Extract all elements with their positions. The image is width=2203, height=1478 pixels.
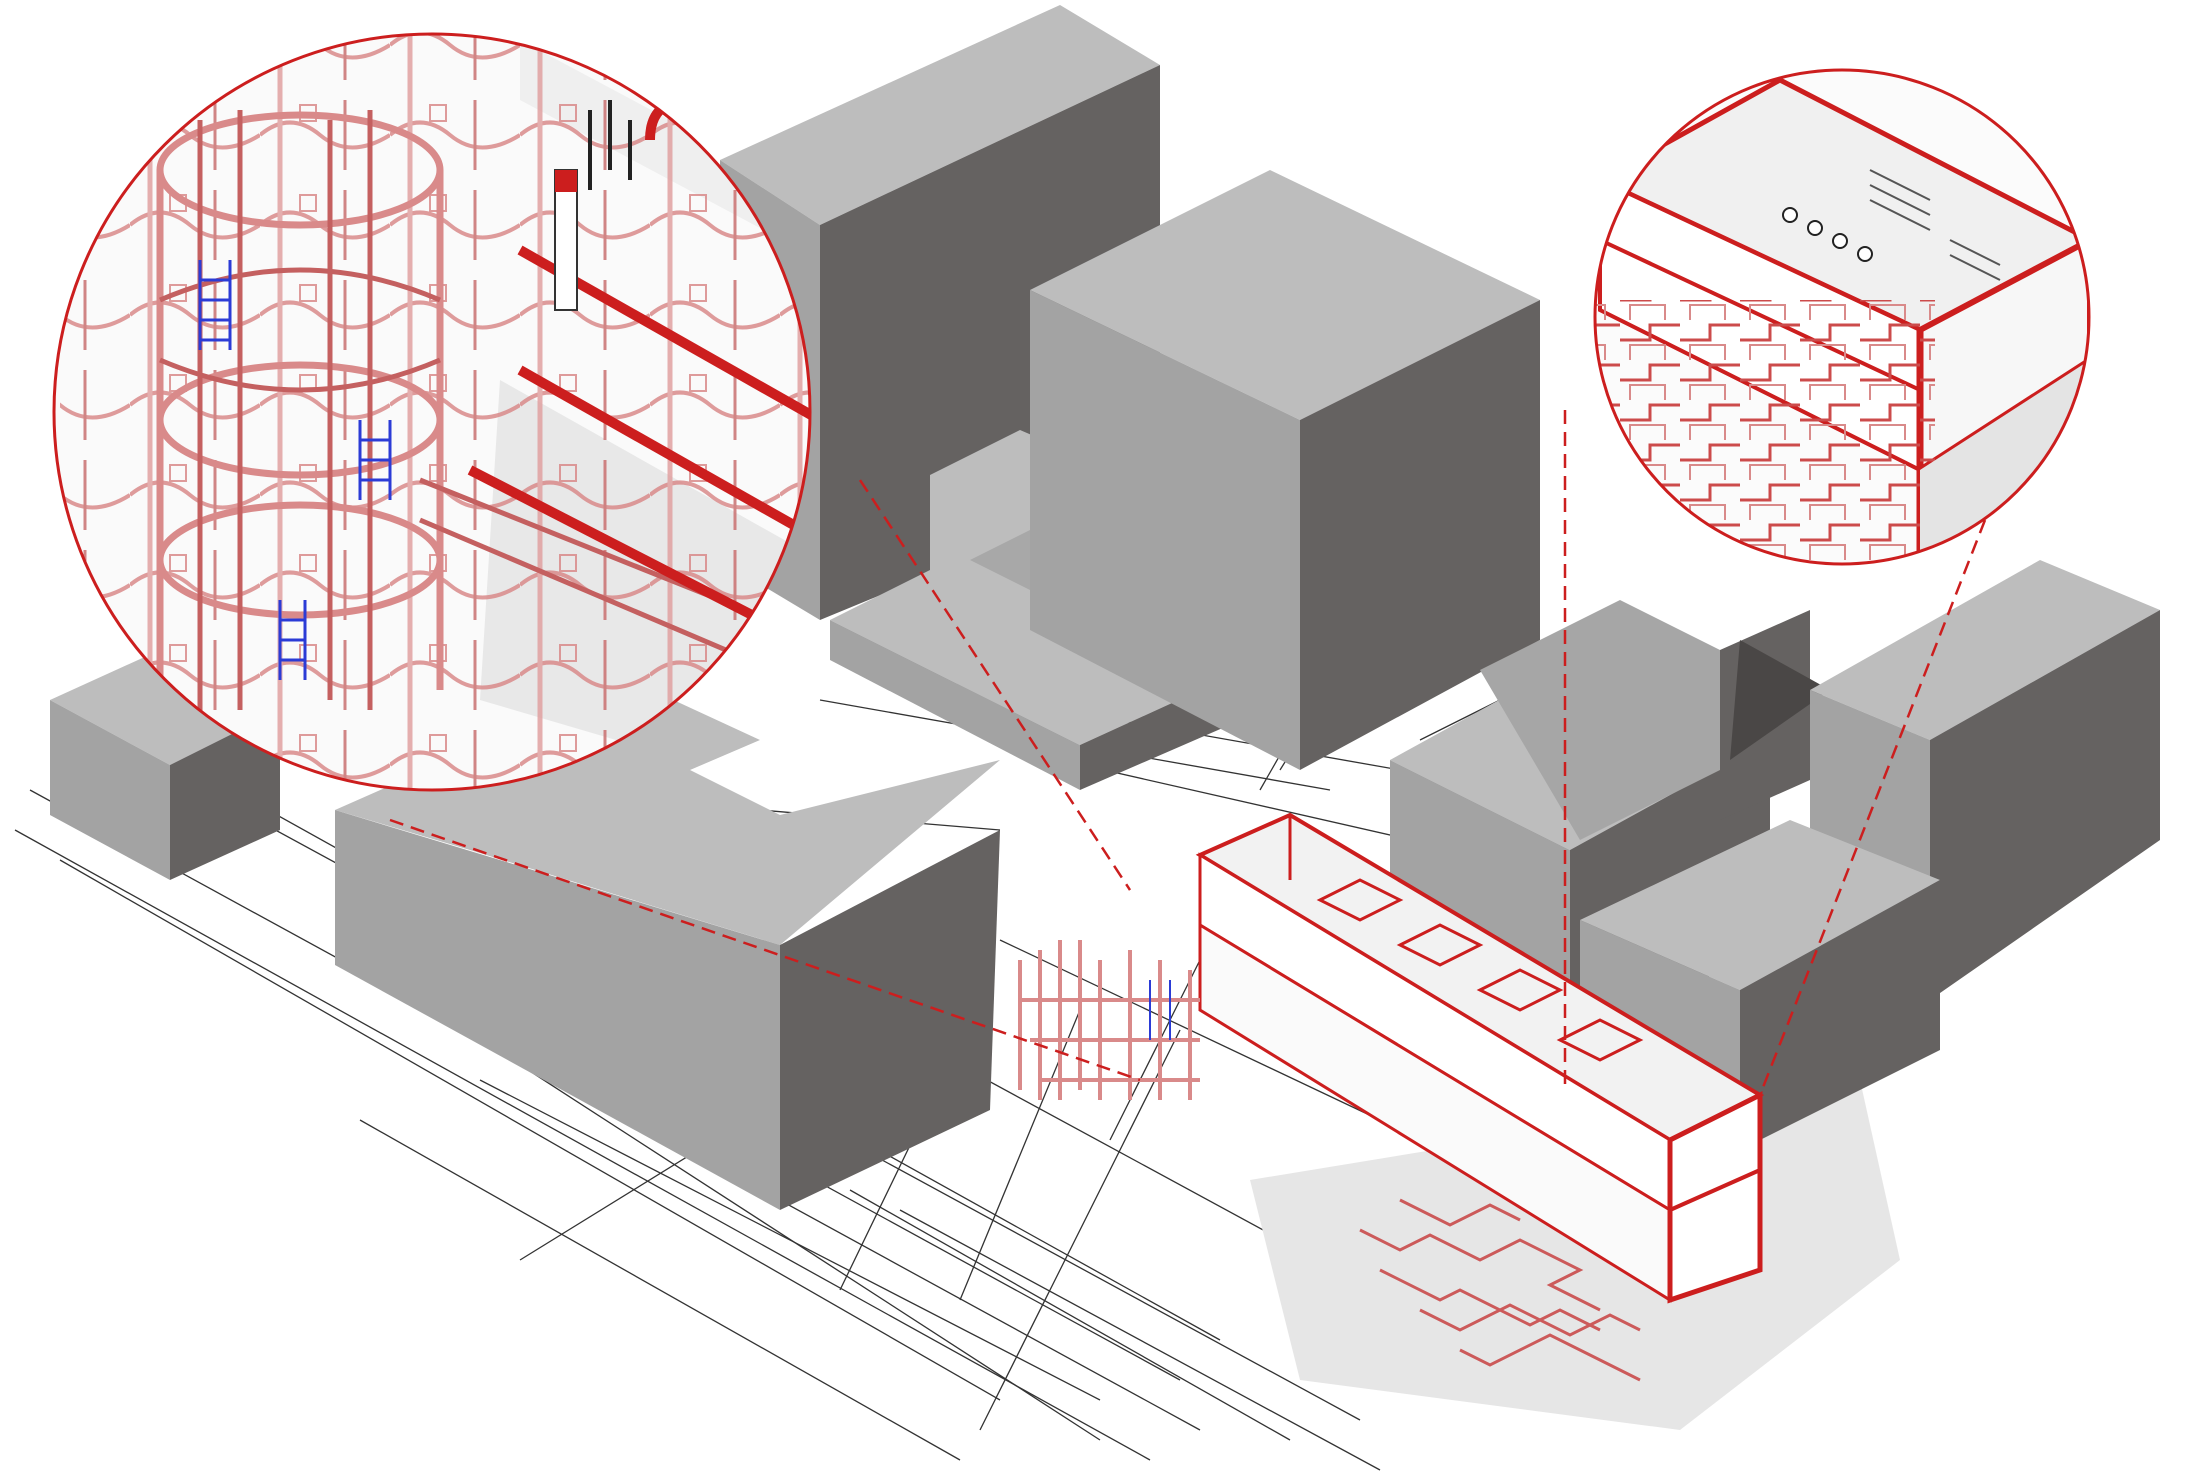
sectioned-building xyxy=(1018,812,1765,1382)
callout-left xyxy=(52,32,812,792)
callout-leaders xyxy=(389,410,1987,1096)
building-block xyxy=(1480,600,1830,840)
building-block xyxy=(50,650,280,880)
callout-right xyxy=(1593,68,2091,566)
building-block xyxy=(1580,820,1940,1150)
building-block xyxy=(1030,170,1540,770)
pipe-network xyxy=(1359,1198,1641,1382)
